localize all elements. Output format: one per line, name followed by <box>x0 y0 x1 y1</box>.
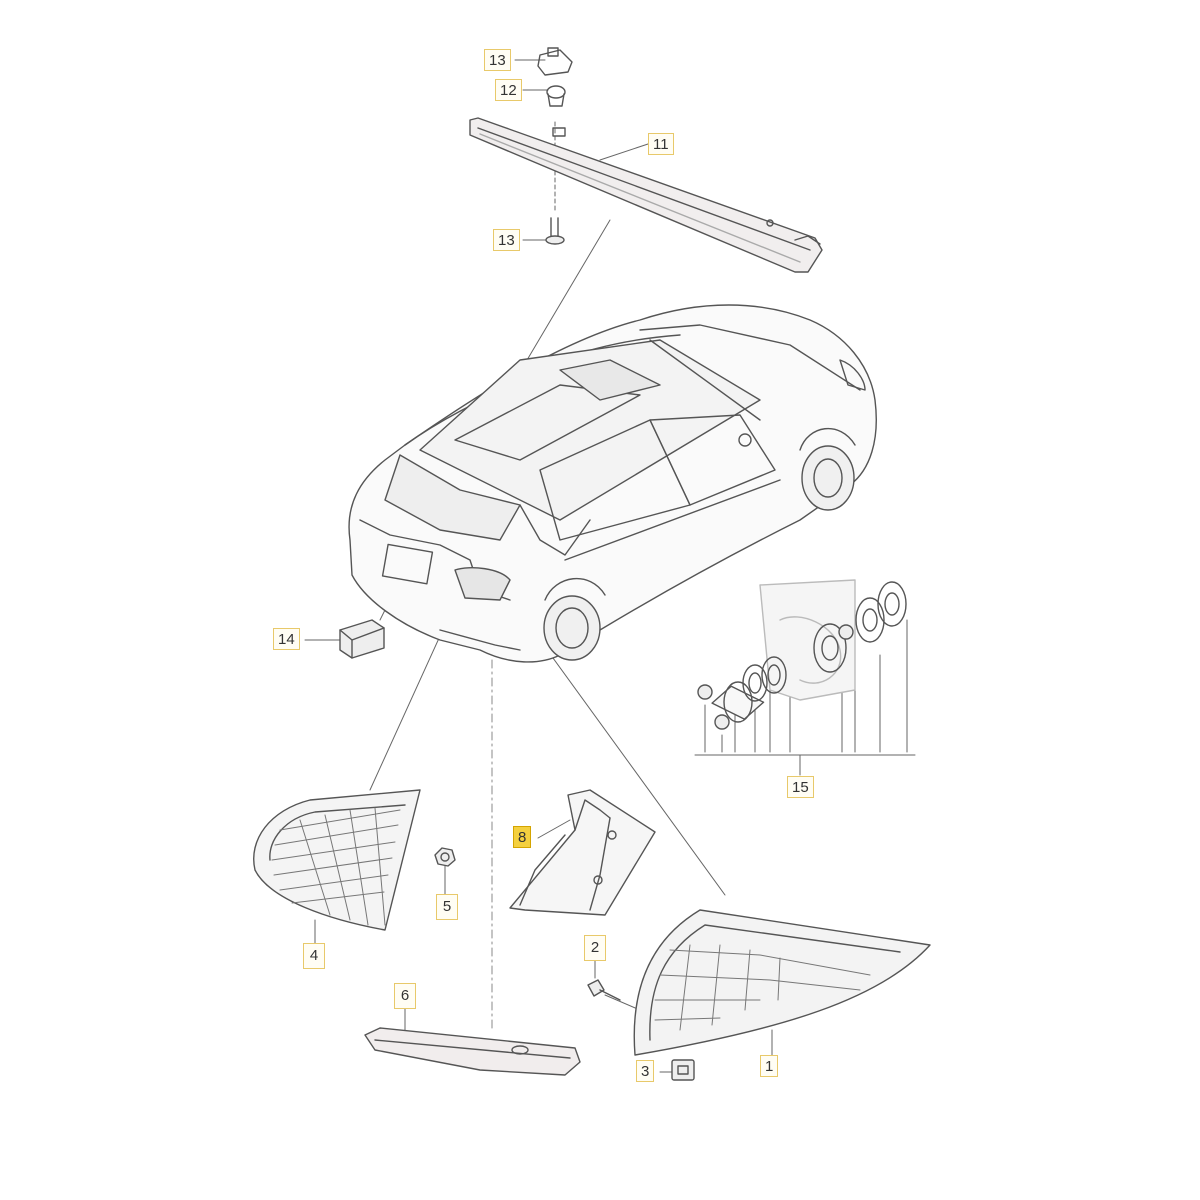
clip-part-2 <box>671 1059 695 1081</box>
grommet-part <box>546 85 566 107</box>
trim-bracket-part <box>509 789 656 916</box>
callout-4-outer-tail-light[interactable]: 4 <box>303 943 325 969</box>
screw-part <box>545 217 565 245</box>
third-brake-light-part <box>469 117 823 273</box>
callout-13-screw[interactable]: 13 <box>493 229 520 251</box>
callout-14-license-plate-light[interactable]: 14 <box>273 628 300 650</box>
clip-part <box>537 47 573 76</box>
callout-5-nut[interactable]: 5 <box>436 894 458 920</box>
callout-6-rear-reflector[interactable]: 6 <box>394 983 416 1009</box>
callout-13-clip[interactable]: 13 <box>484 49 511 71</box>
rear-reflector-part <box>364 1027 581 1076</box>
callout-1-inner-tail-light[interactable]: 1 <box>760 1055 779 1077</box>
nut-part <box>434 847 456 867</box>
callout-2-screw[interactable]: 2 <box>584 935 606 961</box>
vehicle-outline <box>348 304 877 663</box>
license-plate-light-part <box>339 619 385 659</box>
callout-11-third-brake-light[interactable]: 11 <box>648 133 674 155</box>
callout-3-clip[interactable]: 3 <box>636 1060 655 1082</box>
callout-15-gasket-set[interactable]: 15 <box>787 776 814 798</box>
callout-12-grommet[interactable]: 12 <box>495 79 522 101</box>
gasket-set-part <box>697 579 907 730</box>
outer-tail-light-part <box>253 789 421 931</box>
callout-8-trim-bracket[interactable]: 8 <box>513 826 532 848</box>
inner-tail-light-part <box>633 909 931 1056</box>
screw-part-2 <box>587 979 621 1001</box>
